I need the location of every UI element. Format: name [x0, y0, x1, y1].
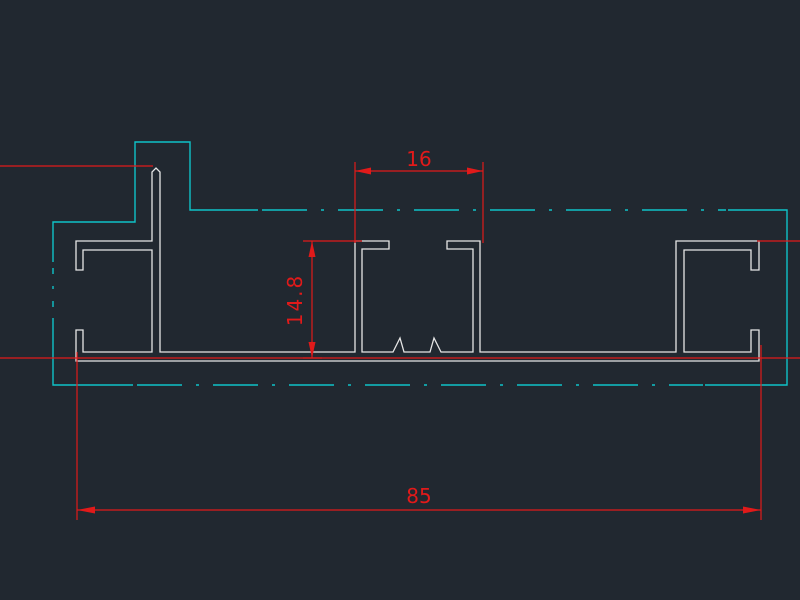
boundary-left-top	[52, 141, 258, 262]
boundary-left-bottom	[52, 318, 133, 386]
boundary-outline	[52, 141, 788, 386]
boundary-centerlines	[52, 209, 726, 386]
overall-width-label: 85	[406, 484, 431, 508]
slot-width-arrow-left	[355, 167, 371, 175]
slot-width-arrow-right	[467, 167, 483, 175]
profile-outline	[75, 167, 760, 362]
slot-height-label: 14.8	[283, 274, 307, 327]
slot-height-arrow-bottom	[308, 342, 316, 358]
overall-width-arrow-right	[743, 506, 761, 514]
overall-width-arrow-left	[77, 506, 95, 514]
profile-section	[75, 167, 760, 362]
dimension-lines	[0, 162, 800, 520]
slot-width-label: 16	[406, 147, 431, 171]
slot-height-arrow-top	[308, 241, 316, 257]
boundary-right	[705, 209, 788, 386]
